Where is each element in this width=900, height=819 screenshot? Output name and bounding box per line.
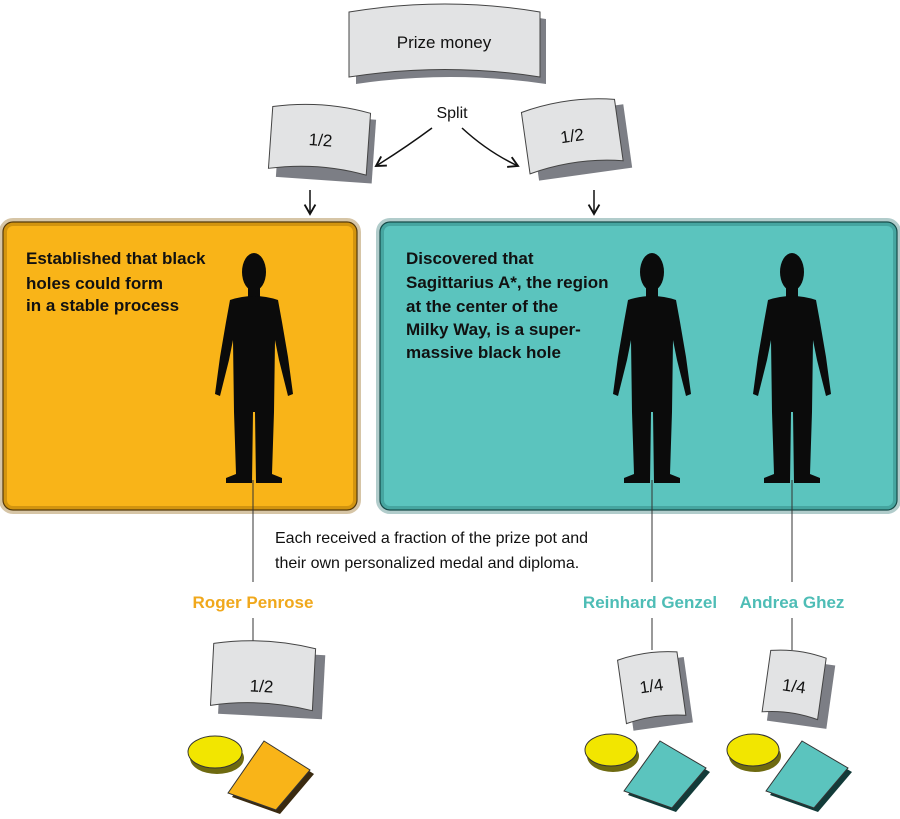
paper-note-icon xyxy=(348,3,541,78)
split-arrow-left xyxy=(374,127,433,168)
genzel-fraction-label: 1/4 xyxy=(638,675,664,697)
laureate-name-penrose: Roger Penrose xyxy=(193,593,314,612)
paper-note-icon xyxy=(520,98,624,175)
ghez-fraction-label: 1/4 xyxy=(781,675,807,697)
right-half-label: 1/2 xyxy=(559,125,585,147)
penrose-fraction-note: 1/2 xyxy=(209,640,326,720)
medal-icon xyxy=(187,735,243,769)
left-half-note: 1/2 xyxy=(267,103,377,184)
laureate-name-genzel: Reinhard Genzel xyxy=(583,593,717,612)
ghez-medal xyxy=(726,733,781,772)
diploma-icon xyxy=(765,740,849,809)
laureate-name-ghez: Andrea Ghez xyxy=(740,593,845,612)
note-text: Each received a fraction of the prize po… xyxy=(275,530,593,572)
penrose-fraction-label: 1/2 xyxy=(249,676,274,696)
paper-note-icon xyxy=(761,649,827,721)
right-achievement-text: Discovered that Sagittarius A*, the regi… xyxy=(406,249,613,362)
right-half-note: 1/2 xyxy=(520,98,633,181)
split-label: Split xyxy=(436,105,468,122)
medal-icon xyxy=(726,733,780,767)
penrose-diploma xyxy=(227,740,314,814)
genzel-medal xyxy=(584,733,639,772)
diploma-icon xyxy=(623,740,707,809)
medal-icon xyxy=(584,733,638,767)
prize-money-note: Prize money xyxy=(348,3,546,84)
left-half-label: 1/2 xyxy=(308,130,333,151)
ghez-fraction-note: 1/4 xyxy=(761,649,836,729)
paper-note-icon xyxy=(267,103,372,176)
genzel-diploma xyxy=(623,740,710,812)
left-achievement-text: Established that black holes could form … xyxy=(26,249,210,315)
diploma-icon xyxy=(227,740,311,811)
split-arrow-right xyxy=(461,127,520,168)
genzel-fraction-note: 1/4 xyxy=(616,651,693,731)
paper-note-icon xyxy=(616,651,687,725)
penrose-medal xyxy=(187,735,244,774)
paper-note-icon xyxy=(209,640,317,712)
prize-money-label: Prize money xyxy=(397,33,492,52)
ghez-diploma xyxy=(765,740,852,812)
